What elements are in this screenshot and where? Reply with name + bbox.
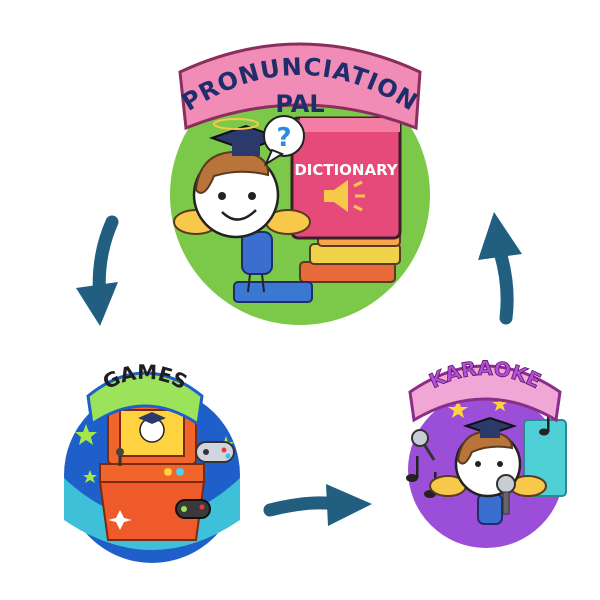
arcade-cabinet: [98, 399, 206, 541]
dictionary-label: DICTIONARY: [294, 161, 398, 179]
game-controller-icon: [195, 441, 235, 463]
star-icon: [448, 396, 508, 418]
arrow-karaoke-to-pronunciation: [478, 212, 522, 325]
arrow-pronunciation-to-games: [76, 215, 119, 326]
microphone-icon: [411, 429, 436, 461]
flow-arrows: [76, 212, 522, 526]
question-bubble-icon: ?: [263, 115, 305, 167]
games-badge[interactable]: GAMES: [64, 360, 240, 563]
karaoke-badge[interactable]: KARAOKE: [406, 356, 567, 548]
pal-character: [173, 150, 311, 293]
pronunciation-pal-title-line2: PAL: [275, 90, 324, 118]
question-mark: ?: [276, 123, 291, 153]
graduation-cap-icon: [208, 118, 284, 161]
speaker-icon: [324, 180, 365, 212]
microphone-icon: [496, 474, 516, 515]
graduation-cap-icon: [462, 416, 518, 438]
game-controller-icon: [175, 499, 211, 519]
pronunciation-pal-banner: PRONUNCIATION PAL: [177, 42, 422, 131]
arrow-games-to-karaoke: [263, 484, 372, 526]
pronunciation-pal-badge[interactable]: DICTIONARY: [170, 42, 430, 325]
dictionary-book: DICTIONARY: [290, 116, 402, 240]
